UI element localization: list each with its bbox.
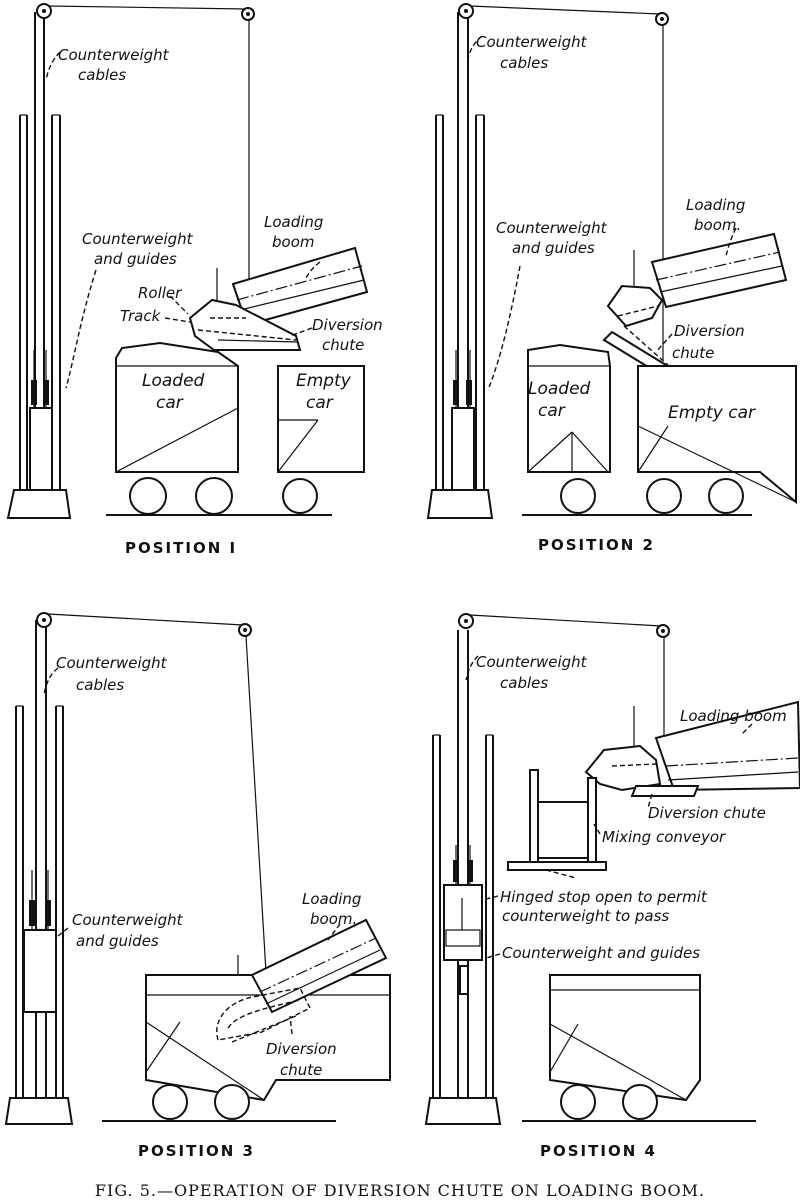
loaded-car xyxy=(527,343,611,514)
label-diversion-chute: Diversion xyxy=(312,316,383,334)
label-counterweight-cables: Counterweight xyxy=(476,653,588,671)
mast xyxy=(424,630,502,1125)
label-loaded-car: Loaded xyxy=(142,371,205,391)
panel-position-4: Counterweight cables Loading boom Divers… xyxy=(424,613,800,1160)
loading-boom xyxy=(250,918,388,1014)
label-loading-boom: Loading xyxy=(302,890,361,908)
label-counterweight-cables: Counterweight xyxy=(476,33,588,51)
label-counterweight-guides: and guides xyxy=(94,250,177,268)
label-counterweight-cables: cables xyxy=(78,66,126,84)
panel-position-3: Counterweight cables Counterweight and g… xyxy=(4,612,391,1160)
caption-position-1: POSITION I xyxy=(125,539,237,557)
label-empty-car: Empty xyxy=(296,371,352,391)
label-counterweight-guides: and guides xyxy=(512,239,595,257)
empty-car xyxy=(277,365,365,514)
label-loading-boom: boom xyxy=(272,233,315,251)
loading-boom xyxy=(654,700,800,792)
loaded-car xyxy=(115,341,239,515)
label-counterweight-cables: cables xyxy=(76,676,124,694)
label-counterweight-guides: and guides xyxy=(76,932,159,950)
empty-car xyxy=(637,365,797,514)
label-counterweight-cables: Counterweight xyxy=(56,654,168,672)
caption-position-3: POSITION 3 xyxy=(138,1142,255,1160)
label-diversion-chute: chute xyxy=(322,336,364,354)
label-loading-boom: Loading xyxy=(264,213,323,231)
caption-position-4: POSITION 4 xyxy=(540,1142,657,1160)
label-loaded-car: car xyxy=(538,401,566,421)
label-loaded-car: car xyxy=(156,393,184,413)
label-empty-car: car xyxy=(306,393,334,413)
label-counterweight-guides: Counterweight and guides xyxy=(502,944,700,962)
label-counterweight-cables: cables xyxy=(500,54,548,72)
diversion-chute xyxy=(584,744,700,797)
label-hinged-stop: Hinged stop open to permit xyxy=(500,888,708,906)
mast xyxy=(6,12,72,519)
figure-caption: FIG. 5.—OPERATION OF DIVERSION CHUTE ON … xyxy=(95,1181,705,1200)
caption-position-2: POSITION 2 xyxy=(538,536,655,554)
label-counterweight-cables: cables xyxy=(500,674,548,692)
panel-position-2: Counterweight cables Counterweight and g… xyxy=(426,3,797,554)
loading-boom xyxy=(231,246,369,327)
label-loaded-car: Loaded xyxy=(528,379,591,399)
panel-position-1: Counterweight cables Counterweight and g… xyxy=(6,3,383,557)
label-diversion-chute: Diversion xyxy=(674,322,745,340)
label-diversion-chute: Diversion chute xyxy=(648,804,766,822)
label-empty-car: Empty car xyxy=(668,403,756,423)
label-counterweight-guides: Counterweight xyxy=(72,911,184,929)
label-loading-boom: boom. xyxy=(694,216,741,234)
diversion-chute xyxy=(188,298,302,351)
mast xyxy=(4,620,74,1125)
label-roller: Roller xyxy=(138,284,182,302)
label-diversion-chute: chute xyxy=(672,344,714,362)
label-counterweight-guides: Counterweight xyxy=(496,219,608,237)
label-loading-boom: Loading xyxy=(686,196,745,214)
mast xyxy=(426,12,494,519)
label-counterweight-cables: Counterweight xyxy=(58,46,170,64)
label-hinged-stop: counterweight to pass xyxy=(502,907,669,925)
mixing-conveyor xyxy=(507,769,607,879)
diversion-chute xyxy=(216,987,311,1043)
empty-car xyxy=(549,974,701,1120)
label-counterweight-guides: Counterweight xyxy=(82,230,194,248)
loading-boom xyxy=(650,232,788,309)
label-mixing-conveyor: Mixing conveyor xyxy=(602,828,726,846)
empty-car xyxy=(145,974,391,1120)
label-track: Track xyxy=(120,307,162,325)
label-diversion-chute: Diversion xyxy=(266,1040,337,1058)
label-loading-boom: boom. xyxy=(310,910,357,928)
label-diversion-chute: chute xyxy=(280,1061,322,1079)
label-loading-boom: Loading boom xyxy=(680,707,787,725)
